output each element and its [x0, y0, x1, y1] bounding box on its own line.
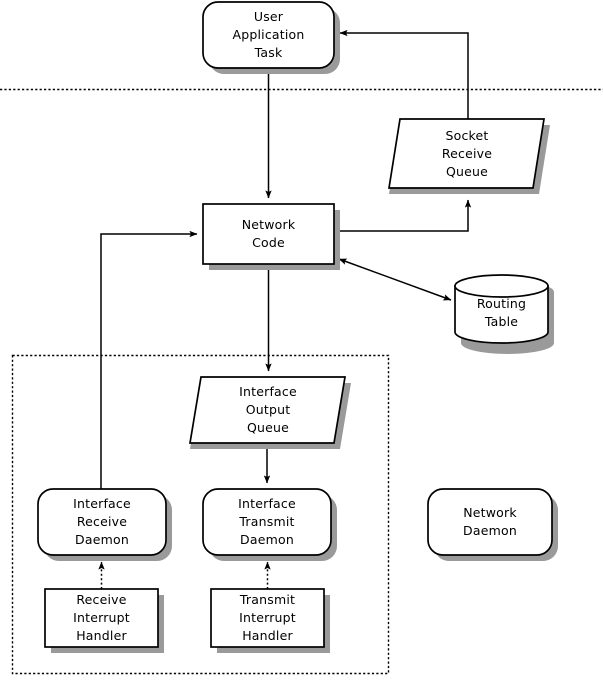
connector-network-code-to-socket-receive-queue	[334, 199, 472, 232]
node-user-application-task[interactable]	[202, 1, 335, 69]
node-routing-table[interactable]	[454, 274, 549, 344]
connector-network-code-routing-table	[338, 258, 452, 301]
node-network-code[interactable]	[202, 203, 335, 265]
node-shape-layer	[37, 1, 553, 648]
node-receive-interrupt-handler[interactable]	[44, 588, 159, 648]
driver-boundary-box	[11, 354, 390, 675]
connector-interface-receive-daemon-to-network-code	[100, 230, 198, 489]
node-interface-transmit-daemon[interactable]	[202, 488, 332, 556]
node-interface-receive-daemon[interactable]	[37, 488, 167, 556]
node-transmit-interrupt-handler[interactable]	[210, 588, 325, 648]
node-network-daemon[interactable]	[427, 488, 553, 556]
connector-socket-receive-queue-to-user-task	[339, 29, 469, 119]
node-interface-output-queue[interactable]	[188, 376, 347, 444]
node-socket-receive-queue[interactable]	[388, 118, 545, 189]
connector-layer	[98, 29, 472, 589]
